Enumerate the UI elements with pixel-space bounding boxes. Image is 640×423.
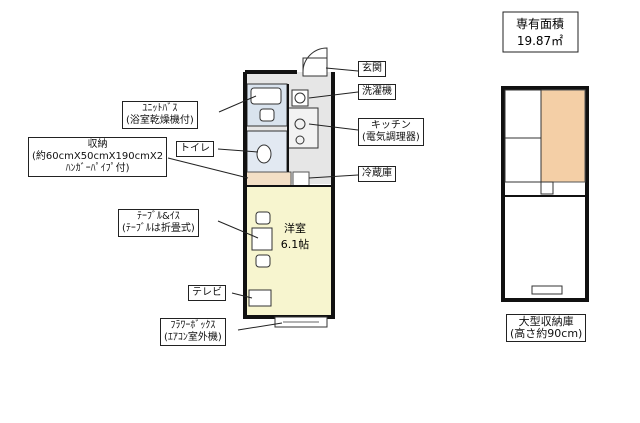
room-size: 6.1帖 <box>281 238 310 251</box>
chair-top <box>255 211 271 225</box>
label-tv: テレビ <box>188 285 226 301</box>
room-name: 洋室 <box>284 221 306 235</box>
area-title: 専有面積 <box>516 16 564 31</box>
loft <box>501 86 589 302</box>
label-loft: 大型収納庫(高さ約90cm) <box>506 314 587 342</box>
leader-lines <box>167 67 359 331</box>
washbasin <box>259 108 275 122</box>
area-box: 専有面積 19.87㎡ <box>502 11 579 53</box>
fridge-space <box>292 171 310 187</box>
label-genkan: 玄関 <box>358 61 386 77</box>
label-kitchen: キッチン(電気調理器) <box>358 118 424 146</box>
loft-storage-area <box>540 89 586 183</box>
chair-bottom <box>255 254 271 268</box>
entrance-door-swing <box>302 47 328 73</box>
label-washing-machine: 洗濯機 <box>358 84 396 100</box>
tv-stand <box>248 289 272 307</box>
label-table-chairs: ﾃｰﾌﾞﾙ&ｲｽ(ﾃｰﾌﾞﾙは折畳式) <box>118 209 199 237</box>
main-unit <box>243 47 335 328</box>
label-fridge: 冷蔵庫 <box>358 166 396 182</box>
entrance <box>302 57 328 77</box>
storage-closet <box>244 171 292 187</box>
toilet-bowl <box>256 144 272 164</box>
label-unit-bath: ﾕﾆｯﾄﾊﾞｽ(浴室乾燥機付) <box>122 101 198 129</box>
washing-machine <box>291 89 309 107</box>
label-toilet: トイレ <box>176 141 214 157</box>
stove <box>294 118 306 130</box>
bathtub <box>250 87 282 105</box>
table <box>251 227 273 251</box>
loft-ladder <box>540 181 554 195</box>
area-value: 19.87㎡ <box>517 34 563 48</box>
label-flower-box: ﾌﾗﾜｰﾎﾞｯｸｽ(ｴｱｺﾝ室外機) <box>160 318 226 346</box>
